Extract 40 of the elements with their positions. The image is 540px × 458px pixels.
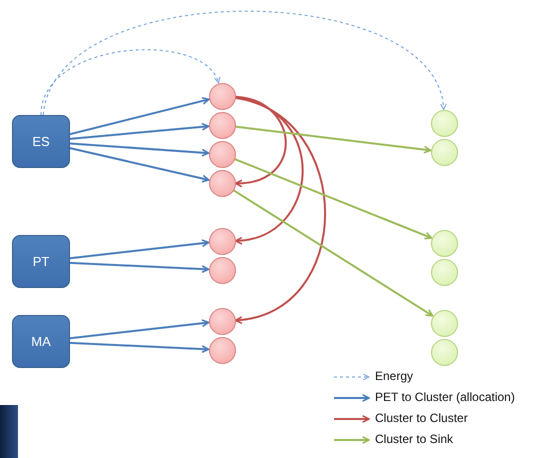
arrow bbox=[234, 158, 432, 240]
arrow bbox=[70, 96, 210, 136]
arrow bbox=[70, 147, 210, 182]
legend-label: PET to Cluster (allocation) bbox=[375, 390, 515, 404]
cluster-circle bbox=[208, 228, 236, 254]
box-label: MA bbox=[31, 334, 51, 349]
cluster-circle bbox=[208, 112, 236, 138]
box-label: ES bbox=[32, 134, 50, 149]
cluster-circle bbox=[208, 336, 236, 364]
cluster-circle bbox=[208, 308, 236, 334]
legend-label: Energy bbox=[375, 369, 414, 383]
arrow bbox=[70, 142, 210, 157]
sink-circle bbox=[430, 338, 458, 366]
arrow bbox=[234, 96, 287, 187]
sink-circle bbox=[430, 138, 458, 166]
arrow bbox=[40, 49, 220, 116]
arrow bbox=[42, 10, 446, 116]
arrow bbox=[70, 262, 210, 274]
arrow bbox=[70, 122, 210, 140]
sink-circle bbox=[430, 230, 458, 256]
arrow bbox=[70, 239, 210, 260]
cluster-circle bbox=[208, 170, 236, 196]
sink-circle bbox=[430, 310, 458, 336]
cluster-circle bbox=[208, 82, 236, 110]
process-box bbox=[12, 115, 70, 168]
arrow bbox=[70, 342, 210, 354]
cluster-circle bbox=[208, 140, 236, 168]
box-label: PT bbox=[32, 254, 50, 269]
sink-circle bbox=[430, 258, 458, 286]
legend-label: Cluster to Sink bbox=[375, 432, 454, 446]
arrow bbox=[232, 189, 434, 317]
process-box bbox=[12, 235, 70, 288]
sink-circle bbox=[430, 110, 458, 136]
process-box bbox=[12, 315, 70, 368]
legend-label: Cluster to Cluster bbox=[375, 411, 468, 425]
cluster-circle bbox=[208, 256, 236, 284]
arrow bbox=[70, 319, 210, 340]
arrow bbox=[234, 96, 304, 244]
arrow bbox=[235, 126, 432, 154]
arrow bbox=[234, 96, 326, 324]
